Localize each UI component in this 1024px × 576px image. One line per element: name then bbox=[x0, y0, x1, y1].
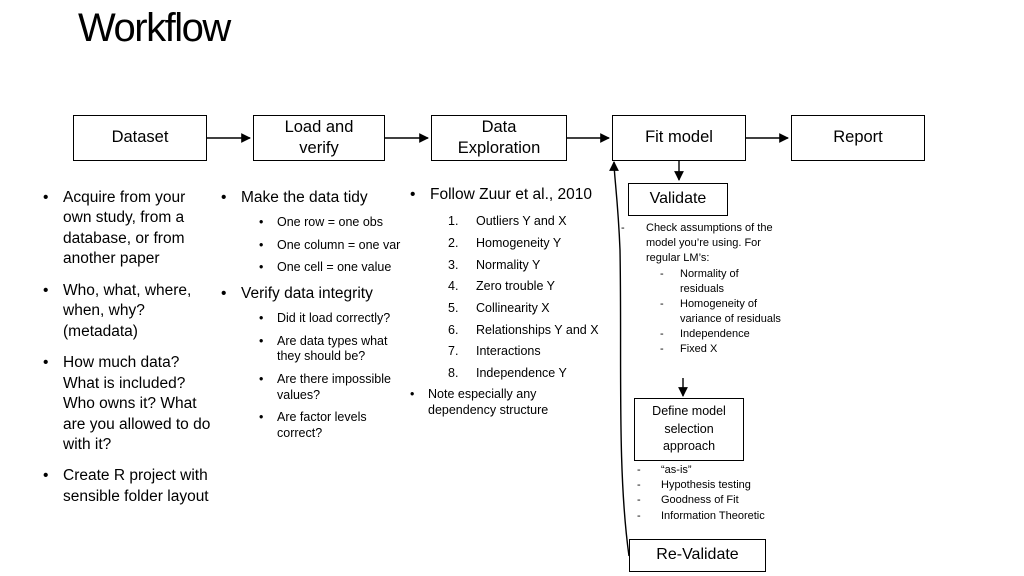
item-number: 2. bbox=[448, 236, 459, 251]
list-item: Are factor levels correct? bbox=[257, 410, 409, 441]
item-number: 4. bbox=[448, 279, 459, 294]
list-item: Who, what, where, when, why? (metadata) bbox=[41, 281, 211, 342]
fit-model-label: Fit model bbox=[645, 128, 713, 147]
item-text: Collinearity X bbox=[476, 300, 550, 315]
list-item: Information Theoretic bbox=[633, 509, 793, 524]
tidy-heading: Make the data tidy bbox=[241, 189, 368, 206]
item-text: Homogeneity Y bbox=[476, 236, 562, 251]
list-item: 4. Zero trouble Y bbox=[448, 279, 603, 295]
list-item: Create R project with sensible folder la… bbox=[41, 466, 211, 507]
list-item: Fixed X bbox=[656, 342, 782, 357]
item-number: 8. bbox=[448, 365, 459, 380]
list-item: Are data types what they should be? bbox=[257, 334, 409, 365]
data-exploration-box: Data Exploration bbox=[431, 115, 567, 161]
item-text: Normality Y bbox=[476, 257, 541, 272]
list-item: Note especially any dependency structure bbox=[408, 387, 578, 418]
load-notes: Make the data tidy One row = one obs One… bbox=[219, 188, 409, 449]
list-item: Did it load correctly? bbox=[257, 311, 409, 327]
list-item: 8. Independence Y bbox=[448, 366, 603, 382]
list-item: Homogeneity of variance of residuals bbox=[656, 297, 782, 327]
list-item: 2. Homogeneity Y bbox=[448, 236, 603, 252]
revalidate-label: Re-Validate bbox=[656, 546, 739, 564]
data-exploration-label: Data Exploration bbox=[457, 117, 541, 157]
list-item: 1. Outliers Y and X bbox=[448, 214, 603, 230]
list-item: “as-is” bbox=[633, 463, 793, 478]
list-item: Goodness of Fit bbox=[633, 493, 793, 508]
list-item: How much data? What is included? Who own… bbox=[41, 353, 211, 455]
dataset-label: Dataset bbox=[111, 128, 169, 147]
item-text: Outliers Y and X bbox=[476, 214, 567, 229]
list-item: Check assumptions of the model you’re us… bbox=[617, 221, 782, 358]
report-box: Report bbox=[791, 115, 925, 161]
fit-model-box: Fit model bbox=[612, 115, 746, 161]
follow-section: Follow Zuur et al., 2010 1. Outliers Y an… bbox=[408, 185, 603, 381]
validate-box: Validate bbox=[628, 183, 728, 216]
dataset-notes: Acquire from your own study, from a data… bbox=[41, 188, 211, 507]
check-assumptions-text: Check assumptions of the model you’re us… bbox=[646, 222, 773, 265]
list-item: Normality of residuals bbox=[656, 267, 782, 297]
list-item: Independence bbox=[656, 327, 782, 342]
define-model-label: Define model selection approach bbox=[652, 403, 726, 454]
tidy-section: Make the data tidy One row = one obs One… bbox=[219, 188, 409, 276]
define-notes: “as-is” Hypothesis testing Goodness of F… bbox=[633, 463, 793, 524]
item-text: Independence Y bbox=[476, 365, 567, 380]
list-item: Are there impossible values? bbox=[257, 372, 409, 403]
dataset-box: Dataset bbox=[73, 115, 207, 161]
integrity-heading: Verify data integrity bbox=[241, 285, 373, 303]
define-model-box: Define model selection approach bbox=[634, 398, 744, 461]
list-item: One column = one var bbox=[257, 238, 409, 254]
list-item: 5. Collinearity X bbox=[448, 301, 603, 317]
load-verify-label: Load and verify bbox=[284, 117, 354, 157]
list-item: 3. Normality Y bbox=[448, 258, 603, 274]
follow-heading: Follow Zuur et al., 2010 bbox=[430, 186, 592, 203]
item-number: 3. bbox=[448, 257, 459, 272]
report-label: Report bbox=[833, 128, 883, 147]
validate-label: Validate bbox=[649, 190, 707, 208]
load-verify-box: Load and verify bbox=[253, 115, 385, 161]
item-number: 5. bbox=[448, 300, 459, 315]
item-number: 7. bbox=[448, 344, 459, 359]
page-title: Workflow bbox=[78, 6, 231, 50]
list-item: Acquire from your own study, from a data… bbox=[41, 188, 211, 270]
item-number: 6. bbox=[448, 322, 459, 337]
list-item: One row = one obs bbox=[257, 215, 409, 231]
list-item: 7. Interactions bbox=[448, 344, 603, 360]
integrity-section: Verify data integrity Did it load correc… bbox=[219, 284, 409, 442]
item-text: Interactions bbox=[476, 344, 541, 359]
list-item: One cell = one value bbox=[257, 260, 409, 276]
revalidate-box: Re-Validate bbox=[629, 539, 766, 572]
item-number: 1. bbox=[448, 214, 459, 229]
list-item: Hypothesis testing bbox=[633, 478, 793, 493]
list-item: 6. Relationships Y and X bbox=[448, 323, 603, 339]
exploration-notes: Follow Zuur et al., 2010 1. Outliers Y an… bbox=[408, 185, 603, 426]
item-text: Relationships Y and X bbox=[476, 322, 599, 337]
validate-notes: Check assumptions of the model you’re us… bbox=[617, 221, 782, 358]
item-text: Zero trouble Y bbox=[476, 279, 555, 294]
